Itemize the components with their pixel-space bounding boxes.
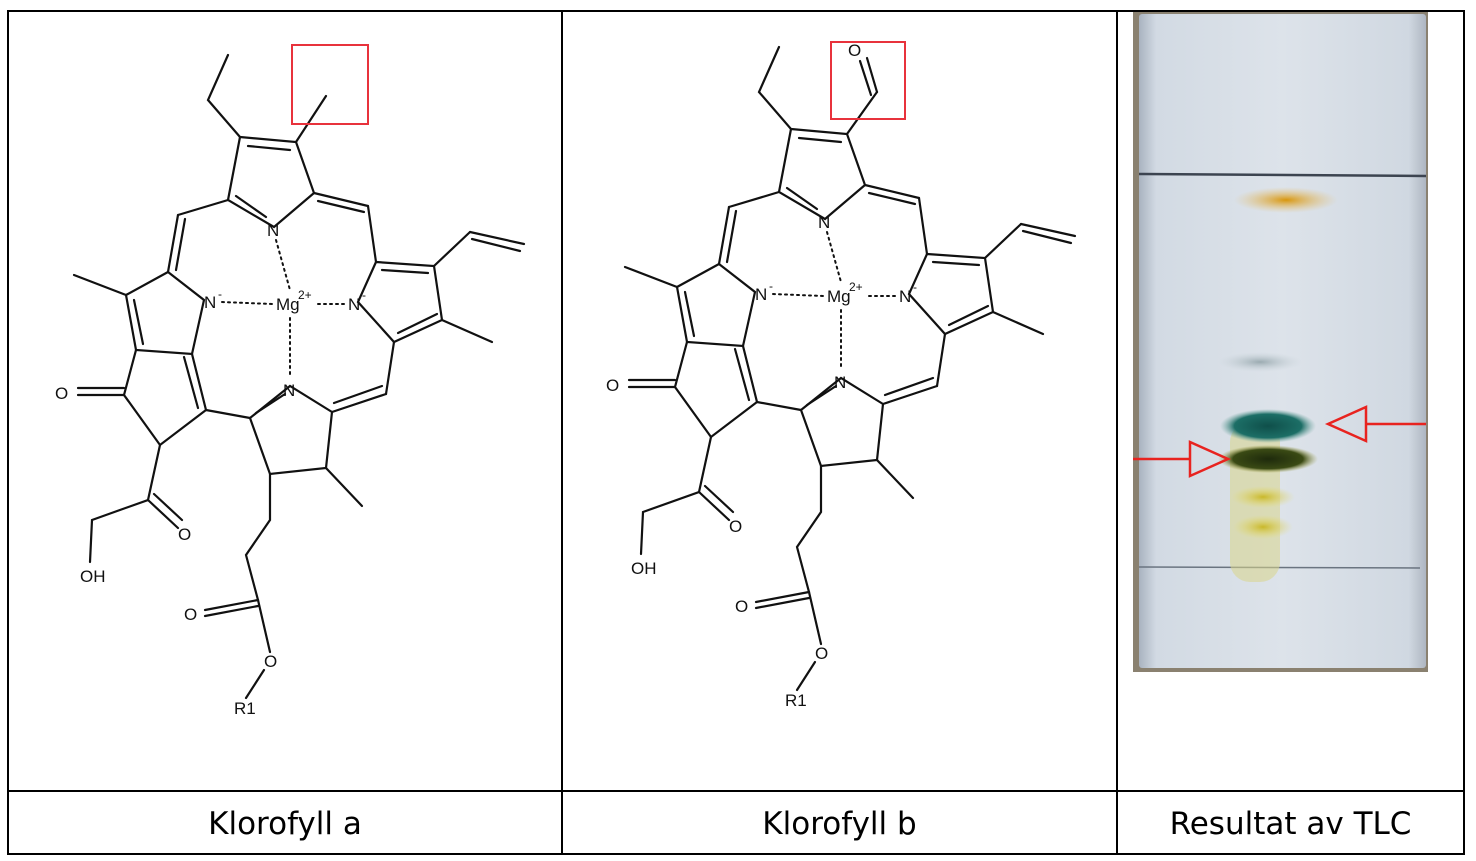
charge-n-left: - [218, 287, 222, 301]
table-divider-1 [561, 10, 563, 855]
atom-o-ester: O [735, 597, 748, 616]
caption-klorofyll-b: Klorofyll b [762, 805, 917, 842]
charge-n-left: - [769, 279, 773, 293]
atom-o-side: O [178, 525, 191, 544]
table-border-top [7, 10, 1465, 12]
band-carotene [1234, 187, 1338, 213]
atom-n-bottom: N [283, 381, 295, 400]
atom-o-ester-link: O [815, 644, 828, 663]
atom-r1: R1 [234, 699, 256, 718]
atom-n-right: N [899, 287, 911, 306]
tlc-plate-image [1133, 12, 1428, 672]
table-caption-row-line [7, 790, 1465, 792]
atom-mg: Mg [827, 287, 851, 306]
chlorophyll-b-structure: O N N - Mg 2+ N - N O O OH O O R1 [606, 41, 1077, 710]
charge-mg: 2+ [298, 288, 312, 302]
chlorophyll-a-structure: N N - Mg 2+ N - N O O OH O O R1 [55, 44, 526, 718]
solvent-front-line [1138, 172, 1427, 178]
atom-o-ester-link: O [264, 652, 277, 671]
charge-mg: 2+ [849, 280, 863, 294]
atom-oh: OH [631, 559, 657, 578]
atom-o-aldehyde: O [848, 41, 861, 60]
atom-o-ketone: O [55, 384, 68, 403]
atom-n-top: N [267, 221, 279, 240]
methyl-highlight-box [291, 44, 369, 125]
table-border-right [1463, 10, 1465, 855]
atom-r1: R1 [785, 691, 807, 710]
atom-n-right: N [348, 295, 360, 314]
atom-mg: Mg [276, 295, 300, 314]
band-grey [1218, 352, 1302, 372]
atom-n-bottom: N [834, 373, 846, 392]
band-yellow-1 [1231, 486, 1295, 508]
atom-oh: OH [80, 567, 106, 586]
atom-o-side: O [729, 517, 742, 536]
arrow-chlorophyll-a [1324, 405, 1426, 443]
aldehyde-highlight-box [830, 41, 906, 120]
caption-tlc-result: Resultat av TLC [1169, 805, 1412, 842]
atom-n-left: N [755, 285, 767, 304]
atom-o-ketone: O [606, 376, 619, 395]
atom-o-ester: O [184, 605, 197, 624]
atom-n-left: N [204, 293, 216, 312]
band-yellow-2 [1233, 515, 1293, 539]
charge-n-right: - [913, 280, 917, 294]
origin-line [1138, 566, 1421, 569]
arrow-chlorophyll-b [1133, 440, 1232, 478]
table-border-bottom [7, 853, 1465, 855]
table-border-left [7, 10, 9, 855]
tlc-plate [1139, 14, 1426, 668]
charge-n-right: - [362, 288, 366, 302]
band-chlorophyll-a [1220, 409, 1316, 443]
table-divider-2 [1116, 10, 1118, 855]
band-chlorophyll-b [1218, 445, 1318, 473]
caption-klorofyll-a: Klorofyll a [208, 805, 362, 842]
atom-n-top: N [818, 213, 830, 232]
